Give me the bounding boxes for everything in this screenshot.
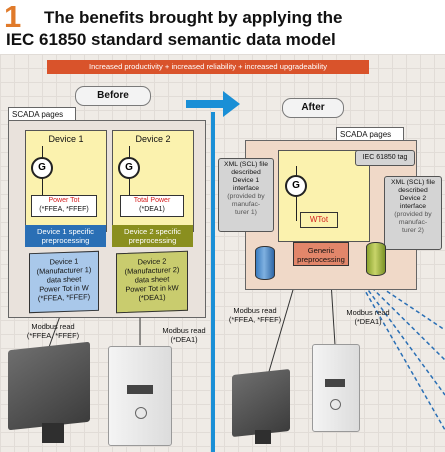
after-device1-inverter-stand xyxy=(255,430,271,444)
after-wtot-box: WTot xyxy=(300,212,338,228)
after-xml1-line1: XML (SCL) file xyxy=(224,161,268,168)
after-xml1-line4: interface xyxy=(232,185,260,192)
before-after-arrow xyxy=(186,91,240,117)
after-modbus1-title: Modbus read xyxy=(233,306,277,315)
before-device2-preprocessing: Device 2 specific preprocessing xyxy=(112,225,193,247)
after-generic-preprocessing: Generic preprocessing xyxy=(293,242,349,266)
after-xml2-line2: described xyxy=(398,187,428,194)
before-modbus2-title: Modbus read xyxy=(162,326,206,335)
after-device2-inverter-display xyxy=(325,379,345,387)
after-xml2-line1: XML (SCL) file xyxy=(391,179,435,186)
before-device1-preprocessing: Device 1 specific preprocessing xyxy=(25,225,106,247)
dashed-link-4 xyxy=(351,267,445,431)
after-xml1-bubble: XML (SCL) file described Device 1 interf… xyxy=(218,158,274,232)
after-xml2-line3: Device 2 xyxy=(399,195,427,202)
before-device2-datasheet: Device 2 (Manufacturer 2) data sheet Pow… xyxy=(116,250,188,314)
after-xml1-line2: described xyxy=(231,169,261,176)
benefits-banner: Increased productivity + increased relia… xyxy=(47,60,369,74)
before-modbus1-label: Modbus read (*FFEA, *FFEF) xyxy=(25,322,81,340)
dashed-link-1 xyxy=(351,267,445,331)
after-generator-icon: G xyxy=(285,175,307,197)
after-label: After xyxy=(282,98,344,118)
before-device2-power-codes: (*DEA1) xyxy=(139,206,165,213)
after-generic-preprocessing-line2: preprocessing xyxy=(297,255,345,264)
before-device2-generator-icon: G xyxy=(118,157,140,179)
before-label: Before xyxy=(75,86,151,106)
before-device1-preprocessing-line1: Device 1 specific xyxy=(37,227,94,236)
after-modbus2-label: Modbus read (*DEA1) xyxy=(340,308,396,326)
before-modbus2-codes: (*DEA1) xyxy=(170,335,198,344)
before-device2-power-box: Total Power (*DEA1) xyxy=(120,195,184,217)
before-device2-inverter xyxy=(108,346,172,446)
before-modbus1-codes: (*FFEA, *FFEF) xyxy=(26,331,80,340)
after-xml2-note3: turer 2) xyxy=(402,227,424,234)
before-modbus2-label: Modbus read (*DEA1) xyxy=(156,326,212,344)
before-device1-inverter xyxy=(8,341,90,431)
after-modbus2-title: Modbus read xyxy=(346,308,390,317)
before-device2-inverter-logo-icon xyxy=(135,407,147,419)
after-xml1-line3: Device 1 xyxy=(232,177,260,184)
before-device1-inverter-stand xyxy=(42,423,64,443)
figure-title-line-2: IEC 61850 standard semantic data model xyxy=(6,30,336,49)
before-device1-power-name: Power Tot xyxy=(48,197,80,204)
before-device1-power-box: Power Tot (*FFEA, *FFEF) xyxy=(31,195,97,217)
before-device1-title: Device 1 xyxy=(48,134,84,144)
before-device2-power-name: Total Power xyxy=(133,197,171,204)
figure-title-line-1: The benefits brought by applying the xyxy=(44,8,343,27)
before-device2-preprocessing-line1: Device 2 specific xyxy=(124,227,181,236)
after-xml2-bubble: XML (SCL) file described Device 2 interf… xyxy=(384,176,442,250)
after-modbus2-codes: (*DEA1) xyxy=(354,317,382,326)
after-device1-inverter xyxy=(232,368,290,438)
after-xml1-note3: turer 1) xyxy=(235,209,257,216)
before-device1-datasheet: Device 1 (Manufacturer 1) data sheet Pow… xyxy=(29,250,99,314)
before-device1-power-codes: (*FFEA, *FFEF) xyxy=(39,206,89,213)
after-xml2-line4: interface xyxy=(399,203,427,210)
after-xml1-note1: (provided by xyxy=(227,193,265,200)
before-device2-inverter-display xyxy=(127,385,153,394)
after-iec61850-tag: IEC 61850 tag xyxy=(355,150,415,166)
after-xml1-note2: manufac- xyxy=(231,201,261,208)
before-modbus1-title: Modbus read xyxy=(31,322,75,331)
after-device2-inverter-logo-icon xyxy=(330,399,341,410)
after-xml2-database-icon xyxy=(366,242,386,276)
before-device1-datasheet-line5: (*FFEA, *FFEF) xyxy=(37,292,91,303)
after-generic-preprocessing-line1: Generic xyxy=(307,246,335,255)
after-device2-inverter xyxy=(312,344,360,432)
after-xml2-note2: manufac- xyxy=(398,219,428,226)
after-xml2-note1: (provided by xyxy=(394,211,432,218)
dashed-link-3 xyxy=(351,267,445,396)
figure-number: 1 xyxy=(4,0,22,34)
after-modbus1-codes: (*FFEA, *FFEF) xyxy=(228,315,282,324)
before-device1-preprocessing-line2: preprocessing xyxy=(41,236,90,245)
before-device1-generator-icon: G xyxy=(31,157,53,179)
before-device2-title: Device 2 xyxy=(135,134,171,144)
after-xml1-database-icon xyxy=(255,246,275,280)
before-device2-preprocessing-line2: preprocessing xyxy=(128,236,177,245)
after-modbus1-label: Modbus read (*FFEA, *FFEF) xyxy=(226,306,284,324)
datasheet1-to-device-link xyxy=(47,315,61,351)
